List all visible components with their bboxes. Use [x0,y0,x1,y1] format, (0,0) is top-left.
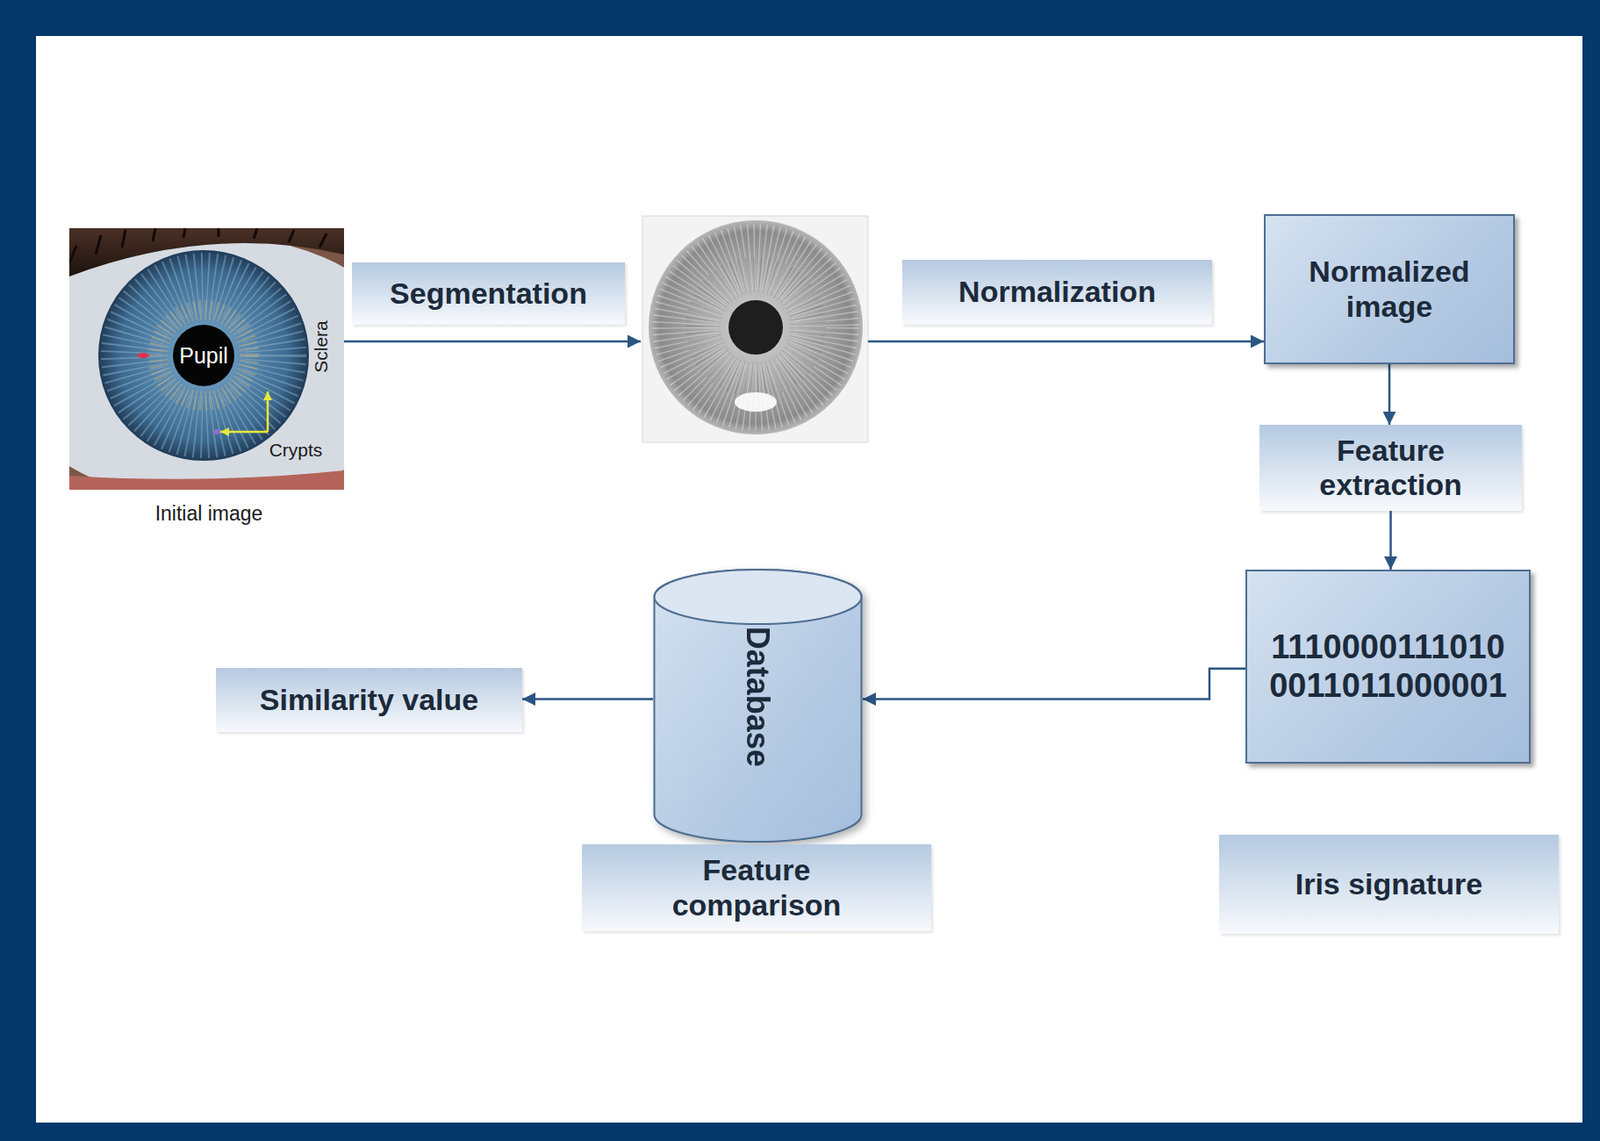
flow-arrow [1389,510,1392,570]
box-label: Segmentation [389,276,588,311]
part-label: Pupil [179,344,229,369]
eye-photo: PupilScleraCryptsInitial image [69,228,345,490]
text-holder: 1110000111010 0011011000001 [1257,628,1519,705]
step-label: Feature extraction [1259,424,1522,511]
box-label: Normalization [958,274,1156,309]
box-label: Iris signature [1295,867,1484,902]
cylinder-top [654,569,862,625]
flow-arrow [522,697,653,701]
box-label: Feature comparison [638,853,876,922]
segmented-iris-photo [642,215,869,443]
text-holder: Iris signature [1295,867,1484,902]
code-box: 1110000111010 0011011000001 [1245,569,1531,764]
eye-photo-art [69,228,345,490]
image-caption: Initial image [155,502,264,525]
database-cylinder: Database [652,568,863,843]
process-box: Normalized image [1263,214,1515,365]
text-holder: Normalized image [1276,254,1503,323]
flow-arrow [344,340,641,344]
flow-arrow [868,340,1264,344]
flow-arrow [862,668,1246,700]
cylinder-body [654,569,862,842]
box-label: Normalized image [1276,254,1503,323]
step-label: Feature comparison [581,844,932,931]
box-label: 1110000111010 0011011000001 [1257,628,1519,705]
text-holder: Similarity value [259,682,479,718]
step-label: Similarity value [215,667,523,732]
step-label: Iris signature [1219,834,1559,934]
text-holder: Feature extraction [1269,433,1512,503]
step-label: Segmentation [351,262,625,325]
part-label: Sclera [310,320,331,374]
text-holder: Feature comparison [638,853,876,922]
text-holder: Database [687,678,828,715]
flow-arrow [1388,364,1392,425]
box-label: Feature extraction [1269,433,1512,503]
store-label: Database [739,626,776,768]
part-label: Crypts [269,439,323,460]
box-label: Similarity value [259,682,479,718]
text-holder: Normalization [958,274,1156,309]
step-label: Normalization [902,259,1213,325]
text-holder: Segmentation [389,276,588,311]
